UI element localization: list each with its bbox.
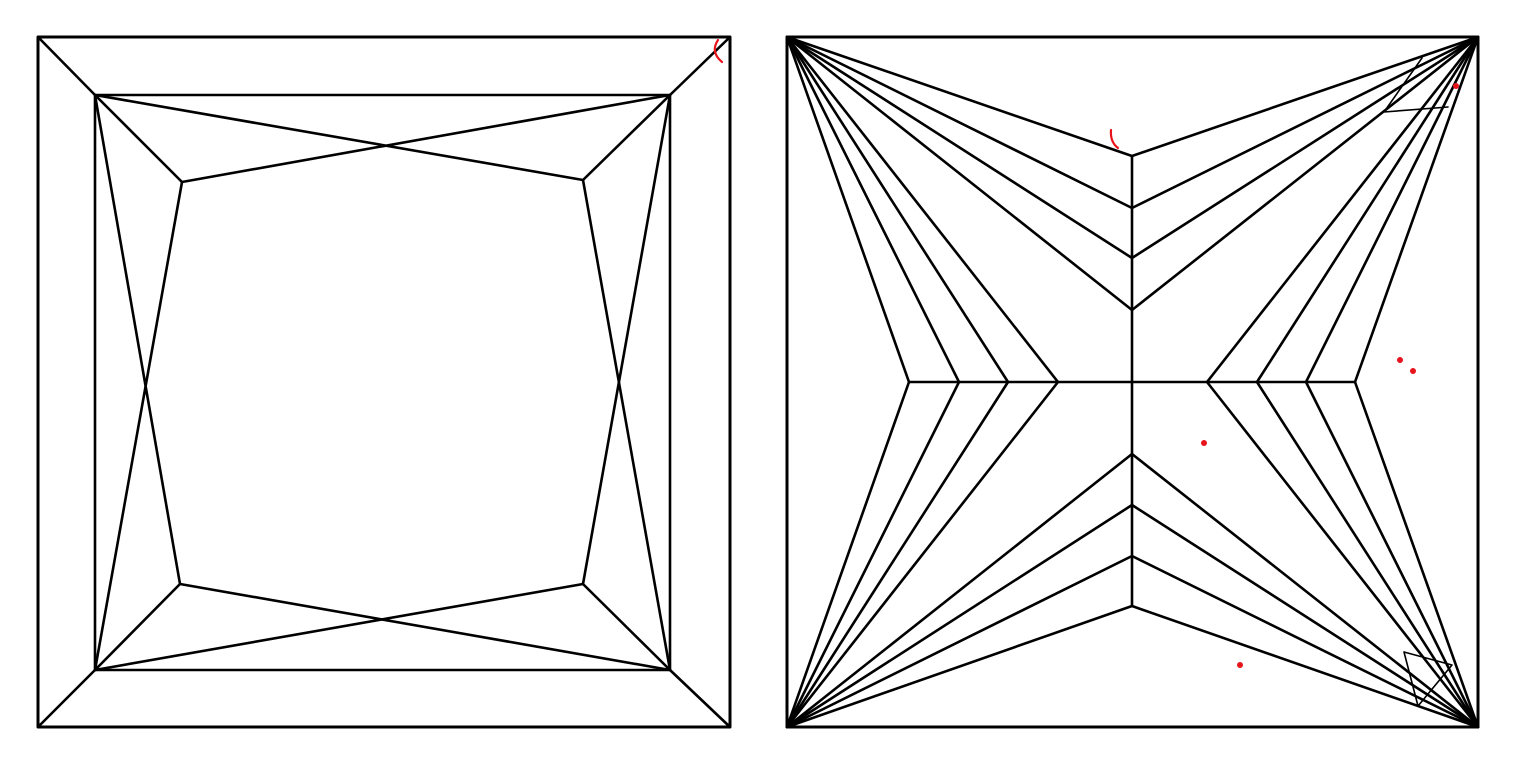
chevron-top-2 [785, 35, 1480, 210]
star-facet-top-a [93, 93, 585, 182]
annotation-arc-crown [713, 38, 724, 64]
annotation-marks [1109, 83, 1459, 668]
star-facet-top-b [180, 93, 672, 184]
pavilion-view-diagram [785, 35, 1480, 729]
kite-edge-bottom-left [93, 582, 182, 672]
pavilion-girdle-outline [785, 35, 1480, 729]
chevron-left-3 [785, 35, 1010, 729]
chevron-right-4 [1205, 35, 1480, 729]
annotation-dot-5 [1237, 662, 1243, 668]
corner-facet-top-left [36, 35, 97, 97]
corner-facet-bottom-left [36, 668, 97, 729]
annotation-dot-4 [1201, 440, 1207, 446]
corner-facet-bottom-right [668, 668, 732, 729]
star-facet-right-b [581, 178, 672, 672]
kite-edge-top-right [581, 93, 672, 182]
chevron-left-4 [785, 35, 1060, 729]
star-facet-bottom-b [178, 582, 672, 672]
crown-view-diagram [36, 35, 732, 729]
kite-edge-top-left [93, 93, 184, 184]
star-facet-left-a [93, 93, 182, 586]
crown-girdle-outline [36, 35, 732, 729]
chevron-top-1 [785, 35, 1480, 158]
chevron-left-2 [785, 35, 961, 729]
sketch-mark-top-right [1383, 57, 1449, 113]
annotation-dot-1 [1453, 83, 1459, 89]
chevron-top-3 [785, 35, 1480, 260]
annotation-dot-2 [1397, 357, 1403, 363]
star-facet-right-a [581, 93, 672, 586]
chevron-top-4 [785, 35, 1480, 312]
sketch-mark-bottom-right [1403, 651, 1453, 707]
crown-table-outline [93, 93, 672, 672]
chevron-right-2 [1304, 35, 1480, 729]
chevron-bottom-2 [785, 503, 1480, 729]
chevron-bottom-1 [785, 452, 1480, 729]
annotation-dot-3 [1410, 368, 1416, 374]
chevron-bottom-4 [785, 604, 1480, 729]
star-facet-bottom-a [93, 582, 585, 672]
kite-edge-bottom-right [581, 582, 672, 672]
chevron-bottom-3 [785, 554, 1480, 729]
chevron-right-1 [1353, 35, 1480, 729]
chevron-left-1 [785, 35, 911, 729]
chevron-right-3 [1255, 35, 1480, 729]
star-facet-left-b [93, 180, 184, 672]
annotation-arc-pavilion [1109, 128, 1120, 150]
corner-facet-top-right [668, 35, 732, 97]
